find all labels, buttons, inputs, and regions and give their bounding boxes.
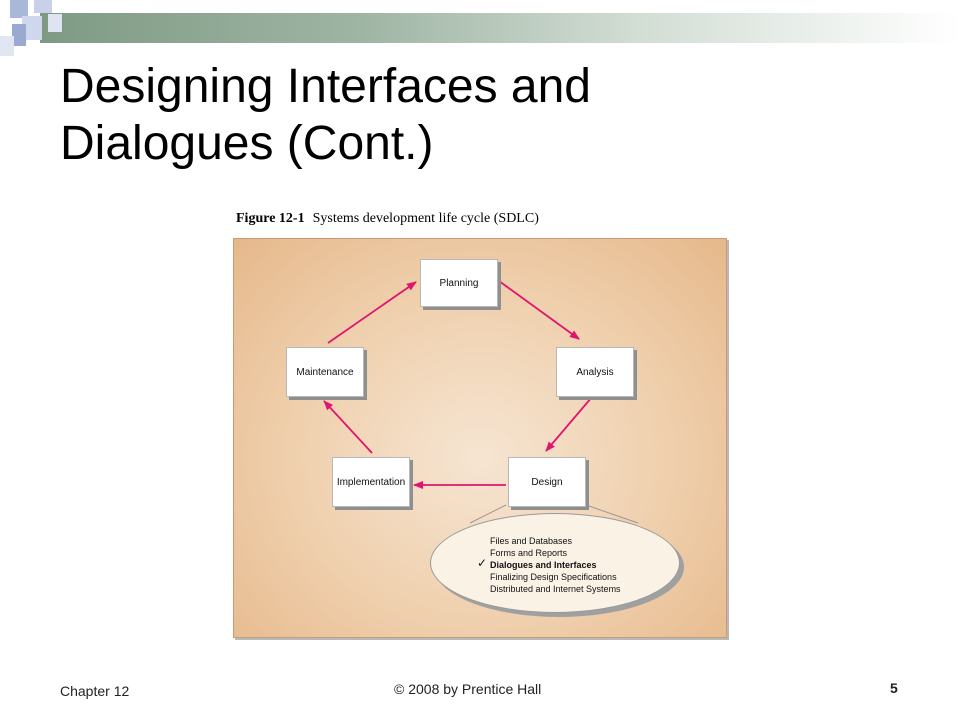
phase-maintenance: Maintenance (286, 347, 364, 397)
decor-square (10, 0, 28, 18)
subtopic-item: Files and Databases (490, 536, 573, 546)
phase-analysis-label: Analysis (576, 366, 614, 378)
checkmark-icon: ✓ (477, 556, 488, 570)
design-subtopics-list: Files and Databases Forms and Reports ✓D… (477, 535, 621, 595)
phase-maintenance-label: Maintenance (296, 366, 354, 378)
footer-chapter: Chapter 12 (60, 683, 130, 699)
figure-caption-text: Systems development life cycle (SDLC) (312, 211, 539, 226)
phase-planning-label: Planning (439, 277, 479, 289)
phase-planning: Planning (420, 259, 498, 307)
subtopic-item: Forms and Reports (490, 548, 568, 558)
arrow-planning-to-analysis (498, 280, 580, 340)
sdlc-diagram: Planning Analysis Maintenance Design Imp… (233, 238, 727, 638)
footer-copyright: © 2008 by Prentice Hall (394, 681, 542, 697)
figure-label: Figure 12-1 (236, 211, 305, 226)
phase-design: Design (508, 457, 586, 507)
arrow-maintenance-to-planning (327, 281, 417, 344)
decor-square (34, 0, 52, 13)
sdlc-arrows (323, 280, 639, 524)
phase-implementation-label: Implementation (336, 476, 406, 488)
subtopic-item-selected: ✓Dialogues and Interfaces (477, 556, 597, 570)
arrow-implementation-to-maintenance (323, 400, 373, 454)
decor-square (22, 16, 42, 40)
subtopic-item: Finalizing Design Specifications (490, 572, 617, 582)
decor-square (0, 36, 14, 56)
callout-line-left (469, 504, 507, 524)
phase-implementation: Implementation (332, 457, 410, 507)
decor-square (12, 24, 26, 46)
decor-square (48, 14, 62, 32)
page-number: 5 (890, 680, 898, 696)
callout-line-right (585, 504, 639, 524)
figure-caption: Figure 12-1 Systems development life cycl… (236, 211, 539, 227)
slide-title: Designing Interfaces and Dialogues (Cont… (60, 60, 591, 170)
design-subtopics-callout (430, 513, 680, 613)
phase-analysis: Analysis (556, 347, 634, 397)
header-accent-bar (40, 13, 960, 43)
arrow-analysis-to-design (545, 396, 593, 452)
subtopic-item: Distributed and Internet Systems (490, 584, 621, 594)
phase-design-label: Design (531, 476, 563, 488)
